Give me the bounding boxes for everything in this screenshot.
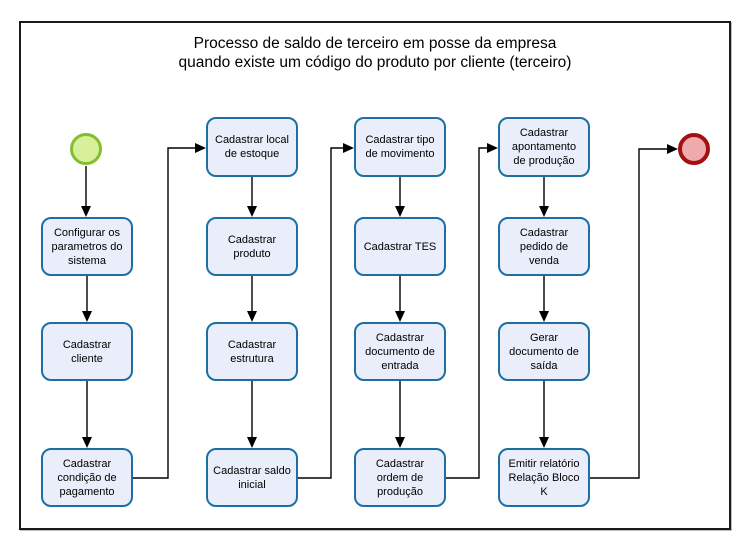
flow-node-cadastrar-pedido-venda: Cadastrar pedido de venda: [498, 217, 590, 276]
connector-ordem-producao-to-apontamento: [446, 143, 498, 479]
flow-node-label-line: Cadastrar local: [215, 134, 289, 146]
flow-node-label-line: produto: [233, 247, 271, 260]
flow-node-cadastrar-estrutura: Cadastrar estrutura: [206, 322, 298, 381]
title-line-1: Processo de saldo de terceiro em posse d…: [193, 35, 557, 52]
flow-node-label-line: venda: [529, 254, 559, 267]
flow-node-label-line: Cadastrar: [227, 233, 277, 246]
flow-node-label-line: de produção: [513, 155, 575, 167]
flow-node-label-line: Cadastrar: [227, 338, 277, 351]
flow-node-label-line: Cadastrar: [375, 331, 425, 344]
flow-node-label-line: Cadastrar: [375, 457, 425, 470]
flow-node-cadastrar-produto: Cadastrar produto: [206, 217, 298, 276]
flow-node-label-line: produção: [377, 485, 423, 498]
connector-relatorio-to-end: [590, 144, 678, 479]
flow-node-label-line: sistema: [68, 254, 106, 267]
flow-node-label-line: Configurar os: [53, 226, 121, 239]
start-event-icon: [70, 133, 102, 165]
flow-node-label-line: Relação Bloco: [508, 471, 580, 484]
diagram-title: Processo de saldo de terceiro em posse d…: [19, 34, 731, 72]
flow-node-cadastrar-apontamento-producao: Cadastrar apontamento de produção: [498, 117, 590, 177]
flow-node-label-line: Cadastrar TES: [363, 240, 437, 253]
flow-node-label-line: inicial: [238, 478, 266, 491]
flow-node-label-line: pagamento: [59, 485, 115, 498]
flow-node-label-line: pedido de: [519, 240, 569, 253]
flow-node-gerar-documento-saida: Gerar documento de saída: [498, 322, 590, 381]
flow-node-label-line: entrada: [381, 359, 419, 372]
flow-node-label-line: saída: [530, 359, 558, 372]
flow-node-label-line: documento de: [365, 345, 435, 358]
flow-node-cadastrar-saldo-inicial: Cadastrar saldo inicial: [206, 448, 298, 507]
flow-node-cadastrar-tipo-movimento: Cadastrar tipo de movimento: [354, 117, 446, 177]
flow-node-cadastrar-local-estoque: Cadastrar local de estoque: [206, 117, 298, 177]
diagram-frame: [19, 21, 731, 530]
flow-node-label-line: condição de: [57, 471, 117, 484]
flow-node-label-line: K: [540, 485, 548, 498]
flow-node-label-line: apontamento: [511, 141, 577, 153]
flow-node-label-line: documento de: [509, 345, 579, 358]
flow-node-label-line: Gerar: [529, 331, 559, 344]
connector-condicao-to-local-estoque: [133, 143, 206, 479]
flow-node-cadastrar-ordem-producao: Cadastrar ordem de produção: [354, 448, 446, 507]
flow-node-label-line: cliente: [71, 352, 103, 365]
flow-node-emitir-relatorio-bloco-k: Emitir relatório Relação Bloco K: [498, 448, 590, 507]
flow-node-label-line: de movimento: [365, 148, 435, 160]
connector-saldo-inicial-to-tipo-movimento: [298, 143, 354, 479]
flow-node-cadastrar-tes: Cadastrar TES: [354, 217, 446, 276]
flow-node-cadastrar-documento-entrada: Cadastrar documento de entrada: [354, 322, 446, 381]
flow-node-label-line: ordem de: [376, 471, 424, 484]
flow-node-label-line: Emitir relatório: [508, 457, 580, 470]
flow-node-cadastrar-condicao-pagamento: Cadastrar condição de pagamento: [41, 448, 133, 507]
flow-node-label-line: parametros do: [51, 240, 123, 253]
flow-node-configurar-parametros-sistema: Configurar os parametros do sistema: [41, 217, 133, 276]
flow-node-label-line: Cadastrar saldo: [213, 464, 291, 477]
flow-node-label-line: Cadastrar: [62, 338, 112, 351]
flow-node-label-line: Cadastrar: [62, 457, 112, 470]
flow-node-label-line: Cadastrar tipo: [365, 134, 435, 146]
title-line-2: quando existe um código do produto por c…: [178, 54, 572, 71]
flow-node-label-line: de estoque: [224, 148, 280, 160]
flow-node-label-line: Cadastrar: [519, 127, 569, 139]
flow-node-label-line: estrutura: [230, 352, 274, 365]
flow-node-label-line: Cadastrar: [519, 226, 569, 239]
flow-node-cadastrar-cliente: Cadastrar cliente: [41, 322, 133, 381]
end-event-icon: [678, 133, 710, 165]
